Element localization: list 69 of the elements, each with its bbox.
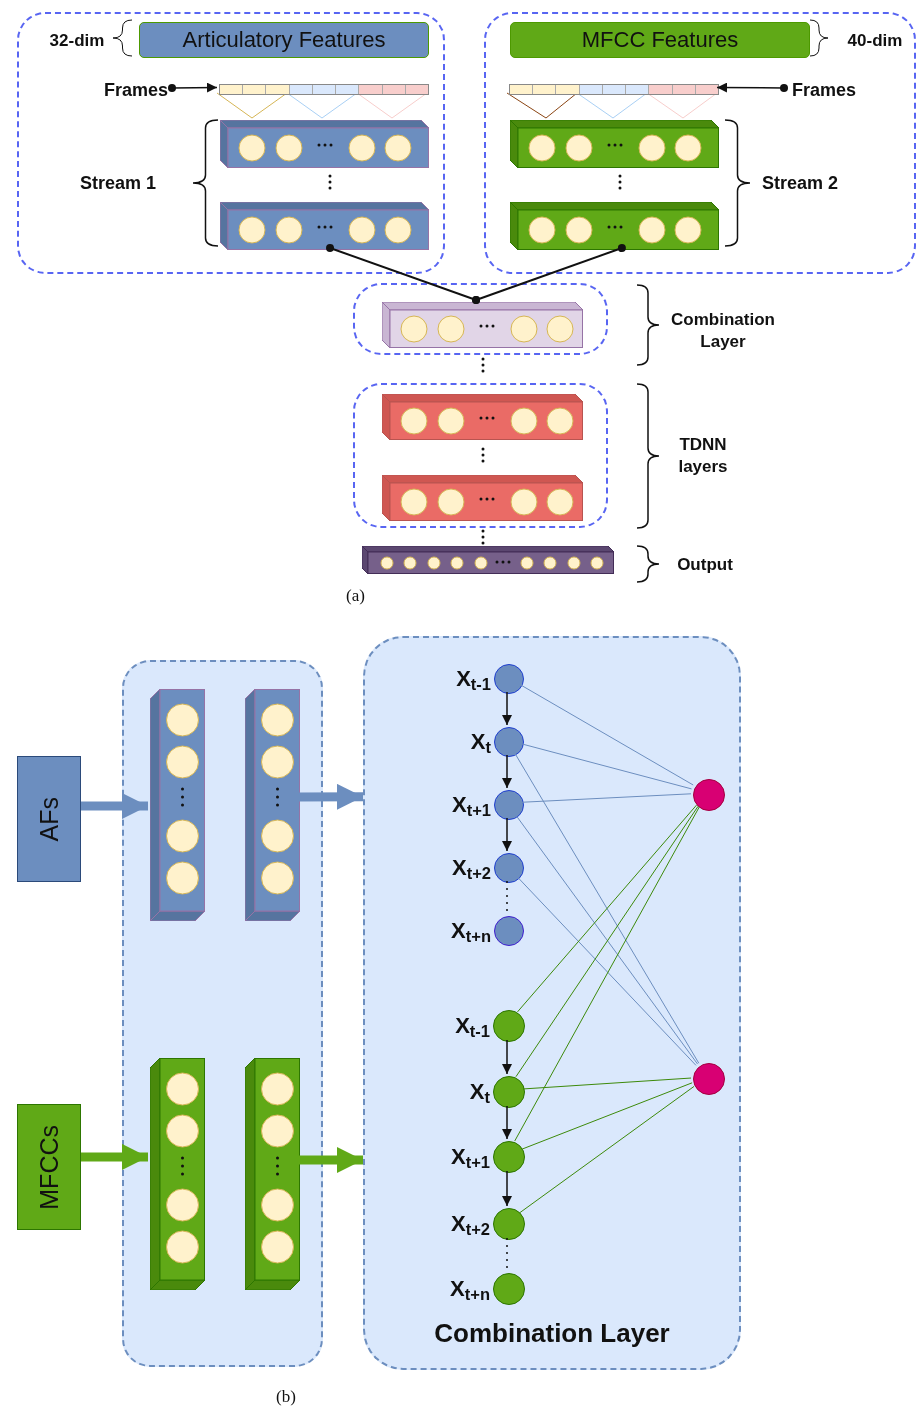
arrow <box>716 82 788 93</box>
arrow <box>502 691 512 726</box>
arrow <box>81 793 148 819</box>
panel-caption: (a) <box>346 585 365 607</box>
group-panel <box>122 660 323 1367</box>
connector-line <box>519 684 694 786</box>
arrow <box>502 1105 512 1140</box>
connector-line <box>514 752 700 1064</box>
neural-layer-drawing <box>150 1058 205 1290</box>
time-step-label: X$_{t-1}$ <box>455 1015 490 1037</box>
arrow <box>502 754 512 789</box>
connector-line <box>516 804 698 1013</box>
neural-layer-drawing <box>245 1058 300 1290</box>
connector-line <box>472 244 626 304</box>
arrow <box>168 82 218 93</box>
input-label: Frames <box>786 79 876 101</box>
neural-layer-drawing <box>382 302 583 348</box>
input-label: Frames <box>84 79 174 101</box>
time-step-label: X$_{t+1}$ <box>451 1146 490 1168</box>
neural-layer-drawing <box>245 689 300 921</box>
arrow <box>502 1170 512 1207</box>
side-label: 40-dim <box>846 30 904 52</box>
stream-label: TDNN layers <box>677 434 729 478</box>
side-label: 32-dim <box>48 30 106 52</box>
neural-layer-drawing <box>220 202 429 250</box>
time-step-label: X$_{t+n}$ <box>450 1278 490 1300</box>
connector-line <box>516 876 697 1066</box>
neural-layer-drawing <box>510 202 719 250</box>
frame-strip <box>509 84 719 95</box>
time-step-label: X$_{t+2}$ <box>452 857 491 879</box>
neural-layer-drawing <box>150 689 205 921</box>
arrow <box>298 783 363 810</box>
arrow <box>298 1147 363 1173</box>
side-label: Combination Layer <box>670 309 776 353</box>
connector-line <box>519 1085 695 1214</box>
arrow <box>81 1143 148 1170</box>
box-title: Articulatory Features <box>182 29 386 51</box>
arrow <box>502 1039 512 1075</box>
time-step-label: X$_{t+2}$ <box>451 1213 490 1235</box>
dashed-group <box>484 12 916 274</box>
box-title: MFCC Features <box>581 29 739 51</box>
stream-label: Stream 2 <box>762 172 839 194</box>
arrow <box>502 817 512 852</box>
time-step-label: X$_{t-1}$ <box>456 668 491 690</box>
time-step-label: X$_{t}$ <box>470 731 491 753</box>
panel-title: Combination Layer <box>433 1320 671 1346</box>
time-step-label: X$_{t+1}$ <box>452 794 491 816</box>
neural-layer-drawing <box>220 120 429 168</box>
dashed-group <box>17 12 445 274</box>
input-box <box>17 756 81 882</box>
group-panel <box>363 636 741 1370</box>
neural-layer-drawing <box>382 394 583 440</box>
frame-strip <box>219 84 429 95</box>
dashed-group <box>353 383 608 528</box>
box-label: MFCCs <box>36 1124 62 1210</box>
input-box <box>17 1104 81 1230</box>
time-step-label: X$_{t+n}$ <box>451 920 491 942</box>
connector-line <box>521 793 692 803</box>
side-label: Output <box>676 554 734 576</box>
connector-line <box>521 743 693 790</box>
connector-line <box>514 806 700 1142</box>
neural-layer-drawing <box>382 475 583 521</box>
panel-caption: (b) <box>276 1386 296 1408</box>
connector-line <box>522 1077 692 1090</box>
neural-layer-drawing <box>510 120 719 168</box>
box-label: AFs <box>36 796 62 842</box>
stream-label: Stream 1 <box>80 172 157 194</box>
connector-line <box>521 1082 693 1150</box>
time-step-label: X$_{t}$ <box>469 1081 490 1103</box>
